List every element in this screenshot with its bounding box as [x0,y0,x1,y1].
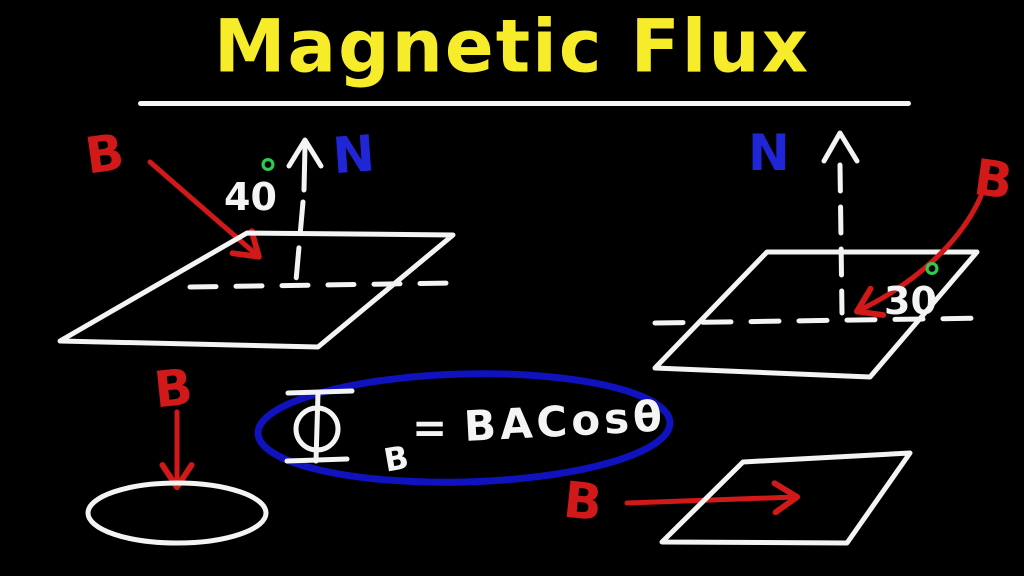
normal-dashed-line [292,199,306,295]
normal-label: N [331,124,377,185]
b-field-arrow [624,480,801,516]
circular-loop [85,480,269,546]
b-field-arrow [147,159,262,260]
surface-plane [659,450,913,546]
normal-dashed-line [837,162,845,316]
phi-symbol [284,388,355,464]
left-diagram: B 40 ° N [57,123,456,350]
phi-subscript: B [381,438,412,480]
angle-value: 40 [224,175,277,219]
b-field-label: B [151,358,195,420]
b-field-arrow [854,193,984,318]
normal-label: N [748,124,790,182]
formula-outline-oval [254,370,674,486]
angle-value: 30 [884,279,937,323]
plane-dashed-axis [187,280,455,290]
flux-formula: B = BACosθ [254,370,674,486]
normal-arrowhead-icon [821,130,860,164]
normal-shaft [301,143,308,193]
b-field-label: B [561,471,605,533]
b-field-label: B [82,123,128,186]
degree-symbol: ° [258,152,278,198]
bottom-right-diagram: B [561,450,913,546]
degree-symbol: ° [922,256,942,302]
normal-arrowhead-icon [286,137,324,169]
equals-sign: = [412,403,451,452]
bottom-left-diagram: B [85,358,269,546]
formula-rhs: BACosθ [463,391,667,451]
page-title: Magnetic Flux [213,3,811,89]
right-diagram: N B 30 ° [652,124,1016,380]
surface-plane [652,249,980,380]
plane-dashed-axis [652,315,993,326]
surface-plane [57,230,456,350]
title-underline [138,101,911,106]
